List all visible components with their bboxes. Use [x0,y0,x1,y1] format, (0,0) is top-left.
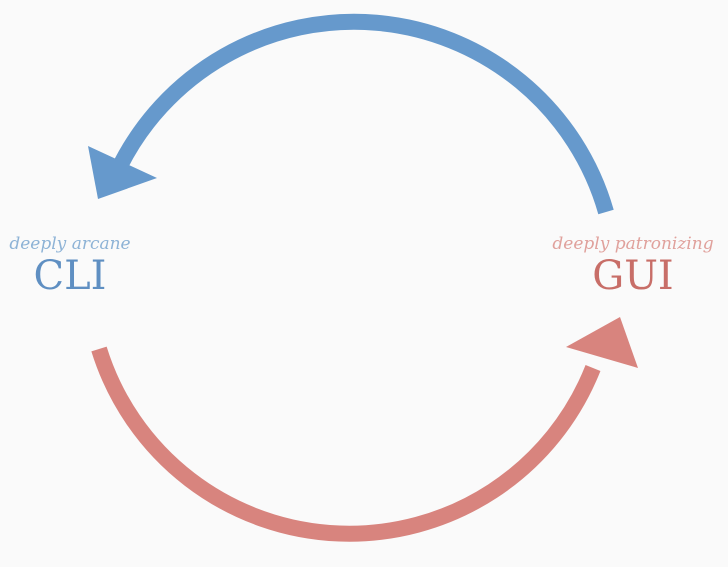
arrow-gui-to-cli [110,13,614,215]
cli-node: deeply arcane CLI [0,234,140,298]
cli-title: CLI [33,253,107,299]
arrowhead-cli [88,146,157,199]
gui-subtitle: deeply patronizing [552,234,714,254]
arrowhead-gui [566,317,638,368]
cli-subtitle: deeply arcane [9,234,131,254]
gui-title: GUI [592,253,674,299]
arrow-cli-to-gui [91,346,601,542]
gui-node: deeply patronizing GUI [548,234,718,298]
